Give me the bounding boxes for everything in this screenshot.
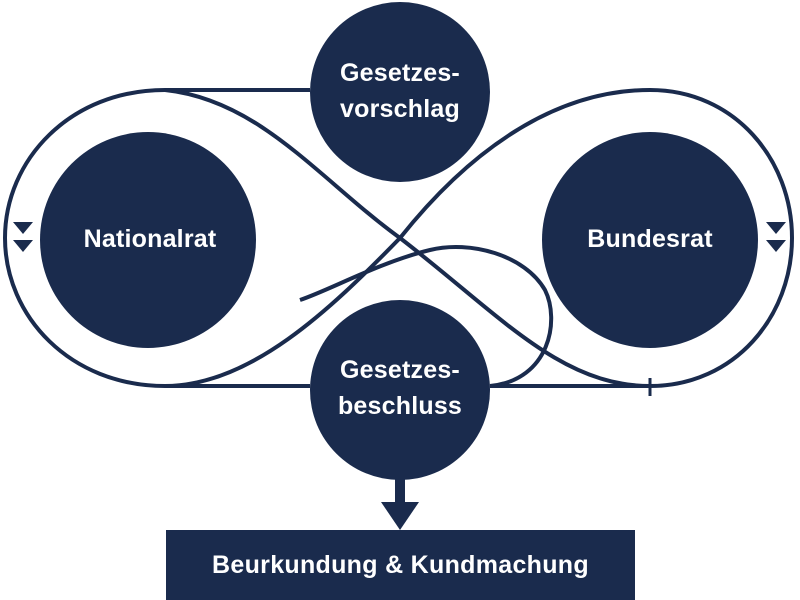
gesetzesvorschlag-line2: vorschlag: [340, 95, 460, 123]
bundesrat-label: Bundesrat: [587, 225, 713, 253]
down-arrow-icon: [381, 478, 419, 530]
node-nationalrat: [40, 132, 256, 348]
right-flow-loop: [398, 87, 795, 388]
gesetzesvorschlag-line1: Gesetzes-: [340, 59, 460, 87]
node-gesetzesbeschluss: [310, 300, 490, 480]
beurkundung-kundmachung-box: Beurkundung & Kundmachung: [166, 530, 635, 600]
left-flow-loop: [2, 88, 310, 388]
node-gesetzesvorschlag: [310, 2, 490, 182]
final-step-label: Beurkundung & Kundmachung: [212, 550, 589, 579]
gesetzesbeschluss-line1: Gesetzes-: [340, 356, 460, 384]
gesetzesbeschluss-line2: beschluss: [337, 392, 463, 420]
gesetzesvorschlag-label: Gesetzes- vorschlag: [300, 55, 500, 127]
double-down-arrow-icon: [766, 222, 786, 252]
nationalrat-label: Nationalrat: [83, 225, 217, 253]
node-bundesrat: [542, 132, 758, 348]
diagonal-to-bottom-left: [164, 236, 402, 388]
gesetzesbeschluss-label: Gesetzes- beschluss: [300, 352, 500, 424]
return-loop: [299, 245, 554, 388]
double-down-arrow-icon: [13, 222, 33, 252]
